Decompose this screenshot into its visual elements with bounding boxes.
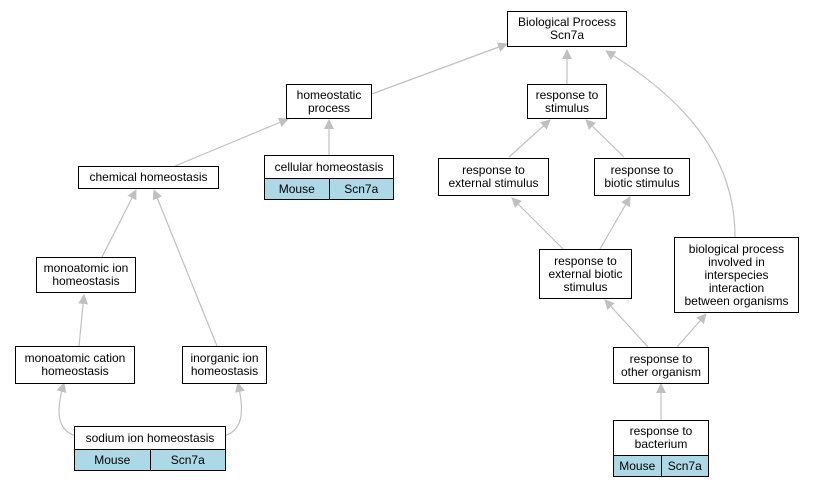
node-label: stimulus — [544, 100, 589, 115]
annotation-row: Mouse Scn7a — [614, 455, 708, 476]
node-label: response to — [462, 163, 525, 177]
node-label: stimulus — [563, 279, 608, 294]
node-label: homeostatic — [296, 87, 362, 102]
annotation-row: Mouse Scn7a — [265, 178, 393, 199]
edge-extbiotic-to-biotic — [599, 196, 631, 250]
node-label: external stimulus — [448, 176, 539, 190]
node-label: chemical homeostasis — [89, 170, 208, 184]
edge-external-to-stimulus — [508, 119, 551, 158]
node-label: response to — [535, 87, 599, 102]
annotation-gene[interactable]: Scn7a — [149, 450, 226, 470]
edge-homeostatic-to-root — [368, 42, 508, 96]
annotation-organism[interactable]: Mouse — [278, 181, 315, 196]
node-response-to-stimulus[interactable]: response to stimulus — [527, 84, 607, 119]
annotation-organism[interactable]: Mouse — [619, 458, 656, 473]
node-label: homeostasis — [41, 364, 109, 378]
node-label: involved in — [708, 254, 765, 269]
node-label: Scn7a — [549, 28, 585, 42]
node-label: homeostasis — [190, 364, 259, 378]
node-response-to-external-biotic-stimulus[interactable]: response to external biotic stimulus — [539, 249, 632, 299]
node-label: response to — [554, 253, 617, 268]
node-label: response to — [629, 424, 693, 438]
node-label: process — [307, 100, 351, 115]
node-response-to-biotic-stimulus[interactable]: response to biotic stimulus — [594, 158, 690, 196]
annotation-gene[interactable]: Scn7a — [660, 456, 709, 476]
edge-other-to-interspecies — [676, 313, 707, 348]
annotation-row: Mouse Scn7a — [75, 449, 225, 470]
node-label: other organism — [620, 364, 702, 379]
edge-interspecies-to-root — [605, 50, 736, 238]
node-label: bacterium — [634, 437, 688, 451]
node-response-to-other-organism[interactable]: response to other organism — [613, 347, 709, 384]
annotation-gene[interactable]: Scn7a — [328, 179, 394, 199]
node-label: external biotic — [548, 266, 623, 281]
node-label: between organisms — [684, 293, 789, 308]
edge-sodium-to-inorganic — [223, 382, 245, 437]
node-label: homeostasis — [52, 274, 120, 288]
edge-other-to-extbiotic — [604, 299, 649, 348]
node-inorganic-ion-homeostasis[interactable]: inorganic ion homeostasis — [182, 346, 267, 384]
node-monoatomic-cation-homeostasis[interactable]: monoatomic cation homeostasis — [15, 346, 135, 384]
node-biological-process-root[interactable]: Biological Process Scn7a — [507, 11, 627, 47]
node-label: response to — [629, 351, 693, 366]
node-label: biological process — [688, 241, 785, 256]
edge-monoatomic-to-chemical — [101, 189, 137, 258]
node-sodium-ion-homeostasis[interactable]: sodium ion homeostasis Mouse Scn7a — [74, 426, 226, 471]
node-label: Biological Process — [517, 15, 617, 29]
node-label: monoatomic cation — [24, 351, 126, 365]
node-label: interspecies — [704, 267, 769, 282]
annotation-organism[interactable]: Mouse — [94, 452, 131, 467]
edge-cation-to-monoatomic — [78, 294, 89, 347]
node-chemical-homeostasis[interactable]: chemical homeostasis — [78, 166, 219, 189]
node-label: sodium ion homeostasis — [85, 430, 215, 445]
edge-chemical-to-homeostatic — [174, 117, 289, 167]
node-monoatomic-ion-homeostasis[interactable]: monoatomic ion homeostasis — [36, 257, 136, 293]
node-cellular-homeostasis[interactable]: cellular homeostasis Mouse Scn7a — [264, 155, 394, 200]
node-response-to-bacterium[interactable]: response to bacterium Mouse Scn7a — [613, 420, 709, 477]
edge-biotic-to-stimulus — [585, 119, 625, 158]
node-homeostatic-process[interactable]: homeostatic process — [286, 84, 372, 119]
edge-sodium-to-cation — [56, 382, 77, 437]
edge-inorganic-to-chemical — [152, 189, 218, 347]
node-bp-interspecies-interaction[interactable]: biological process involved in interspec… — [674, 237, 799, 313]
edge-extbiotic-to-external — [511, 197, 564, 250]
node-label: response to — [610, 163, 674, 177]
node-label: cellular homeostasis — [274, 159, 384, 174]
node-response-to-external-stimulus[interactable]: response to external stimulus — [438, 158, 549, 196]
node-label: interaction — [708, 280, 765, 295]
node-label: inorganic ion — [190, 351, 259, 365]
node-label: biotic stimulus — [604, 176, 680, 190]
node-label: monoatomic ion — [43, 261, 129, 275]
